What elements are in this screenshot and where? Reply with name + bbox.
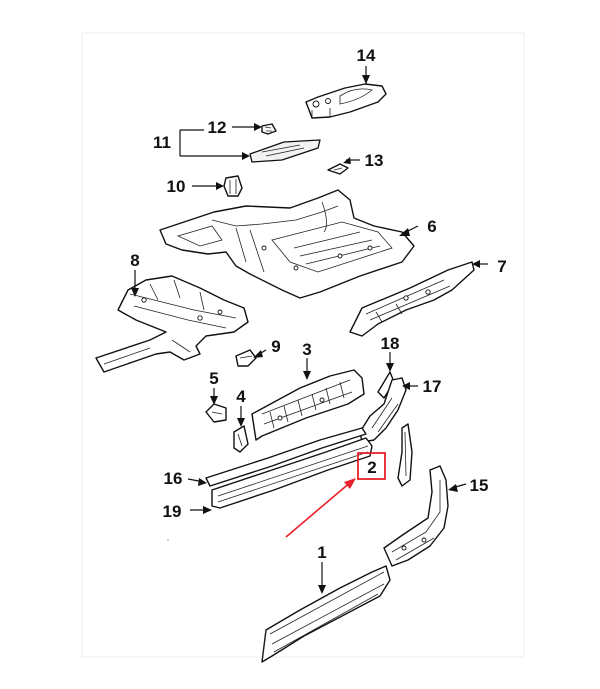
part-2 — [383, 465, 449, 567]
callout-19: 2 — [367, 458, 376, 477]
callout-4: 4 — [236, 387, 246, 406]
callout-19-highlight-box — [357, 452, 386, 480]
callout-8: 8 — [130, 251, 139, 270]
highlight-arrow — [285, 480, 353, 538]
callout-18: 18 — [381, 334, 400, 353]
part-15 — [211, 437, 373, 509]
callout-2: 15 — [470, 476, 489, 495]
callout-14: 14 — [357, 46, 376, 65]
callout-17: 17 — [423, 377, 442, 396]
part-14 — [305, 83, 387, 119]
part-8 — [95, 275, 249, 373]
part-17 — [359, 377, 407, 443]
callout-11: 11 — [153, 133, 171, 152]
part-13 — [327, 163, 349, 175]
part-12 — [261, 123, 277, 135]
callout-15: 19 — [163, 502, 182, 521]
part-1 — [261, 565, 391, 663]
callout-5: 5 — [209, 369, 218, 388]
part-4 — [233, 425, 249, 453]
part-5 — [205, 403, 227, 423]
part-9 — [235, 349, 257, 367]
callout-9: 9 — [271, 337, 280, 356]
leader-11 — [179, 129, 248, 157]
part-10 — [223, 175, 243, 197]
part-6 — [159, 189, 415, 299]
highlight-arrowhead — [344, 478, 356, 489]
callout-3: 3 — [302, 340, 311, 359]
part-7 — [349, 261, 475, 337]
callout-13: 13 — [365, 151, 384, 170]
part-16 — [205, 427, 367, 487]
part-3 — [251, 369, 365, 441]
callout-7: 7 — [497, 257, 506, 276]
callout-6: 6 — [427, 217, 436, 236]
callout-1: 1 — [317, 543, 326, 562]
callout-10: 10 — [167, 177, 186, 196]
diagram-frame — [81, 32, 525, 658]
callout-16: 16 — [164, 469, 183, 488]
part-11 — [249, 139, 321, 163]
part-19 — [397, 423, 413, 487]
callout-12: 12 — [208, 118, 227, 137]
